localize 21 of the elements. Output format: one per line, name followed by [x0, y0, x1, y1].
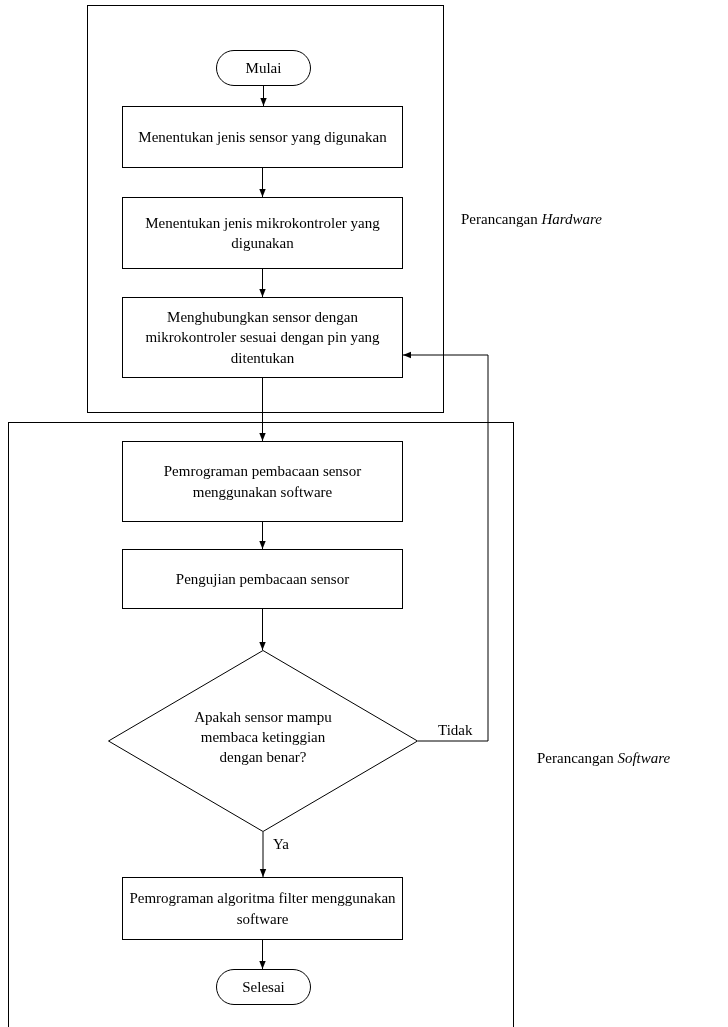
process-box: Menentukan jenis mikrokontroler yang digunakan [122, 197, 403, 269]
arrow [402, 351, 489, 742]
group-label: Perancangan Hardware [461, 211, 602, 228]
arrow [259, 831, 267, 878]
arrow [259, 521, 266, 550]
group-label: Perancangan Software [537, 750, 671, 767]
terminal-box: Mulai [216, 50, 311, 86]
arrow [259, 377, 266, 442]
process-box: Pemrograman pembacaan sensor menggunakan software [122, 441, 403, 522]
terminal-box: Selesai [216, 969, 311, 1005]
decision-text: Apakah sensor mampu membaca ketinggian dengan benar? [193, 707, 333, 768]
arrow [259, 608, 266, 651]
arrow [260, 85, 267, 107]
arrow [259, 939, 266, 970]
process-box: Menghubungkan sensor dengan mikrokontroler sesuai dengan pin yang ditentukan [122, 297, 403, 378]
arrow [259, 268, 266, 298]
process-box: Pengujian pembacaan sensor [122, 549, 403, 609]
process-box: Menentukan jenis sensor yang digunakan [122, 106, 403, 168]
process-box: Pemrograman algoritma filter menggunakan software [122, 877, 403, 940]
arrow [259, 167, 266, 198]
decision-diamond [108, 650, 418, 832]
